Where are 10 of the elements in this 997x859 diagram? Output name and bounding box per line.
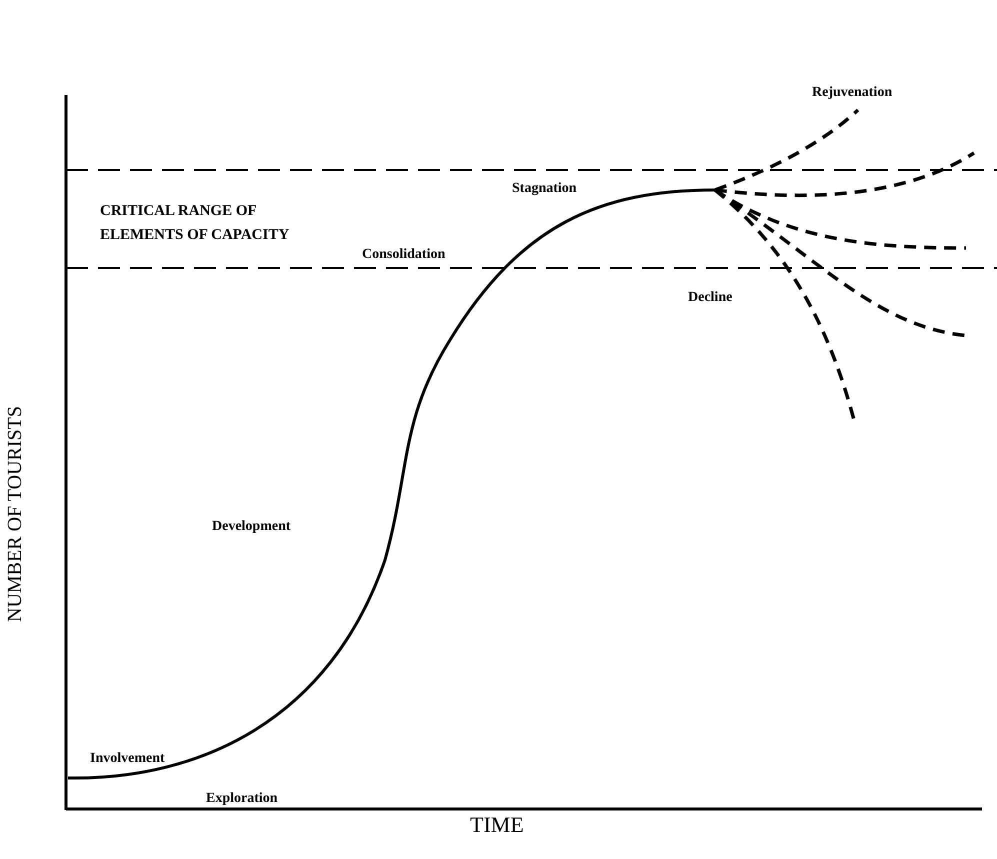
stage-label: Involvement [90, 751, 165, 766]
stage-label: Decline [688, 290, 732, 305]
stage-label: Exploration [206, 791, 278, 806]
stage-label: Consolidation [362, 247, 446, 262]
stage-label: Stagnation [512, 181, 577, 196]
capacity-range-label: CRITICAL RANGE OF ELEMENTS OF CAPACITY [100, 203, 290, 243]
stage-label: Rejuvenation [812, 85, 892, 100]
stage-label: Development [212, 519, 291, 534]
axis-title: NUMBER OF TOURISTS [4, 406, 26, 622]
axis-title: TIME [470, 812, 524, 837]
